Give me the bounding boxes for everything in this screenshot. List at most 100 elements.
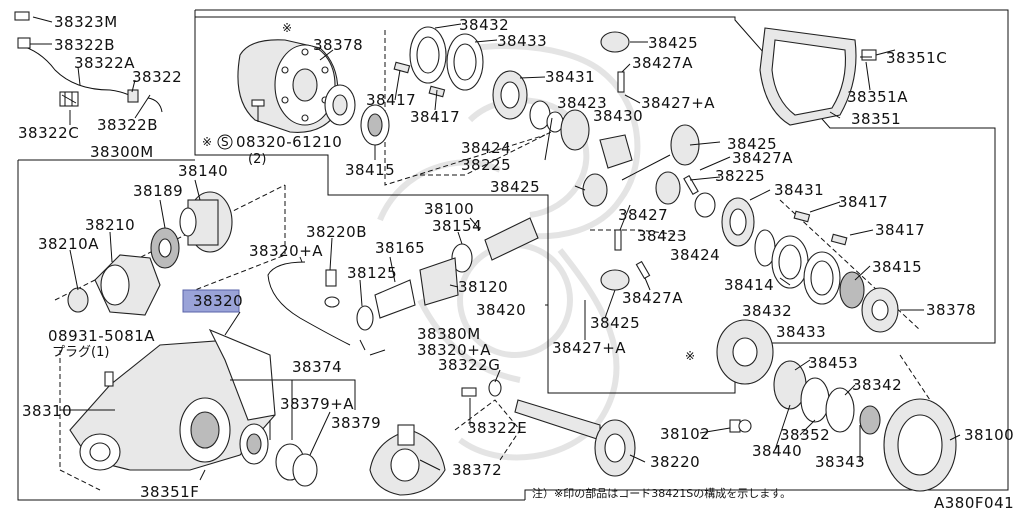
label-38220B[interactable]: 38220B (306, 223, 367, 241)
label-38165[interactable]: 38165 (375, 239, 425, 257)
fastener-qty: (2) (248, 152, 266, 167)
label-38300M[interactable]: 38300M (90, 143, 154, 161)
label-38424-top[interactable]: 38424 (461, 139, 511, 157)
label-38351[interactable]: 38351 (851, 110, 901, 128)
label-38322B-top[interactable]: 38322B (54, 36, 115, 54)
label-38453[interactable]: 38453 (808, 354, 858, 372)
breather-pipe-38320-A (267, 261, 351, 346)
label-38423-top[interactable]: 38423 (557, 94, 607, 112)
bolt-38102 (729, 419, 752, 433)
label-38343[interactable]: 38343 (815, 453, 865, 471)
side-retainer-38431-lower (721, 197, 899, 333)
label-38379-plus-A[interactable]: 38379+A (280, 395, 354, 413)
asterisk-mark-fastener: ※ (202, 135, 212, 149)
label-38379[interactable]: 38379 (331, 414, 381, 432)
plug-label: プラグ(1) (52, 345, 109, 360)
label-38374[interactable]: 38374 (292, 358, 342, 376)
label-38310[interactable]: 38310 (22, 402, 72, 420)
label-38322[interactable]: 38322 (132, 68, 182, 86)
label-38380M[interactable]: 38380M (417, 325, 481, 343)
fastener-code[interactable]: 08320-61210 (236, 133, 342, 151)
asterisk-mark-top: ※ (282, 21, 292, 35)
label-38210[interactable]: 38210 (85, 216, 135, 234)
label-38425-mid[interactable]: 38425 (490, 178, 540, 196)
label-38225-top[interactable]: 38225 (461, 156, 511, 174)
label-38372[interactable]: 38372 (452, 461, 502, 479)
label-38433-lower[interactable]: 38433 (776, 323, 826, 341)
label-38427-plus-A-lower[interactable]: 38427+A (552, 339, 626, 357)
label-38414[interactable]: 38414 (724, 276, 774, 294)
asterisk-mark-lower: ※ (685, 349, 695, 363)
label-38225-right[interactable]: 38225 (715, 167, 765, 185)
label-38432-lower[interactable]: 38432 (742, 302, 792, 320)
label-38424-mid[interactable]: 38424 (670, 246, 720, 264)
label-38351A[interactable]: 38351A (847, 88, 908, 106)
label-38427-plus-A-top[interactable]: 38427+A (641, 94, 715, 112)
label-38351C[interactable]: 38351C (886, 49, 947, 67)
label-38323M[interactable]: 38323M (54, 13, 118, 31)
plug-note: 08931-5081A プラグ(1) (48, 327, 155, 360)
label-38432-top[interactable]: 38432 (459, 16, 509, 34)
label-38425-lower[interactable]: 38425 (590, 314, 640, 332)
s-circle-mark: S (221, 135, 229, 149)
label-38320-plus-A-top[interactable]: 38320+A (249, 242, 323, 260)
label-38220[interactable]: 38220 (650, 453, 700, 471)
companion-flange-group (67, 191, 233, 316)
label-38431-top[interactable]: 38431 (545, 68, 595, 86)
label-38433-top[interactable]: 38433 (497, 32, 547, 50)
label-38154[interactable]: 38154 (432, 217, 482, 235)
label-38125[interactable]: 38125 (347, 264, 397, 282)
label-38322A[interactable]: 38322A (74, 54, 135, 72)
label-38415-lower[interactable]: 38415 (872, 258, 922, 276)
label-38100-ring[interactable]: 38100 (964, 426, 1014, 444)
label-38427A-lower[interactable]: 38427A (622, 289, 683, 307)
label-38378-lower[interactable]: 38378 (926, 301, 976, 319)
side-flange-38372 (369, 424, 446, 496)
label-38320-plus-A-lower[interactable]: 38320+A (417, 341, 491, 359)
fastener-note: ※ S 08320-61210 (2) (202, 133, 342, 167)
label-38320[interactable]: 38320 (193, 292, 243, 310)
label-38210A[interactable]: 38210A (38, 235, 99, 253)
breather-hose-assembly (14, 11, 163, 113)
shim-set-upper (393, 26, 484, 98)
rear-cover-38351 (759, 27, 896, 126)
label-38322B-bottom[interactable]: 38322B (97, 116, 158, 134)
label-38440[interactable]: 38440 (752, 442, 802, 460)
label-38352[interactable]: 38352 (780, 426, 830, 444)
label-38120[interactable]: 38120 (458, 278, 508, 296)
oil-seal-38379 (275, 443, 318, 487)
label-38427A-right[interactable]: 38427A (732, 149, 793, 167)
label-38102[interactable]: 38102 (660, 425, 710, 443)
label-38378-top[interactable]: 38378 (313, 36, 363, 54)
label-38322E[interactable]: 38322E (467, 419, 527, 437)
plug-code[interactable]: 08931-5081A (48, 327, 155, 345)
label-38427A-top[interactable]: 38427A (632, 54, 693, 72)
label-38430[interactable]: 38430 (593, 107, 643, 125)
footnote: 注）※印の部品はコード38421Sの構成を示します。 (532, 486, 791, 500)
label-38140[interactable]: 38140 (178, 162, 228, 180)
label-38425-top[interactable]: 38425 (648, 34, 698, 52)
label-38415-top[interactable]: 38415 (345, 161, 395, 179)
label-38427-mid[interactable]: 38427 (618, 206, 668, 224)
label-38342[interactable]: 38342 (852, 376, 902, 394)
label-38189[interactable]: 38189 (133, 182, 183, 200)
drive-shaft-38220 (461, 379, 636, 477)
bearing-38415-top (324, 84, 390, 146)
label-38431-right[interactable]: 38431 (774, 181, 824, 199)
label-38425-right[interactable]: 38425 (727, 135, 777, 153)
gears-upper (560, 31, 700, 196)
label-38417-c[interactable]: 38417 (838, 193, 888, 211)
label-38417-b[interactable]: 38417 (410, 108, 460, 126)
differential-ring-gear-38100 (716, 319, 957, 492)
label-38322C[interactable]: 38322C (18, 124, 79, 142)
label-38420[interactable]: 38420 (476, 301, 526, 319)
label-38417-d[interactable]: 38417 (875, 221, 925, 239)
label-38322G[interactable]: 38322G (438, 356, 500, 374)
label-38351F[interactable]: 38351F (140, 483, 199, 501)
label-38100-pinion[interactable]: 38100 (424, 200, 474, 218)
label-38423-mid[interactable]: 38423 (637, 227, 687, 245)
label-38417-a[interactable]: 38417 (366, 91, 416, 109)
gears-mid (582, 171, 716, 291)
